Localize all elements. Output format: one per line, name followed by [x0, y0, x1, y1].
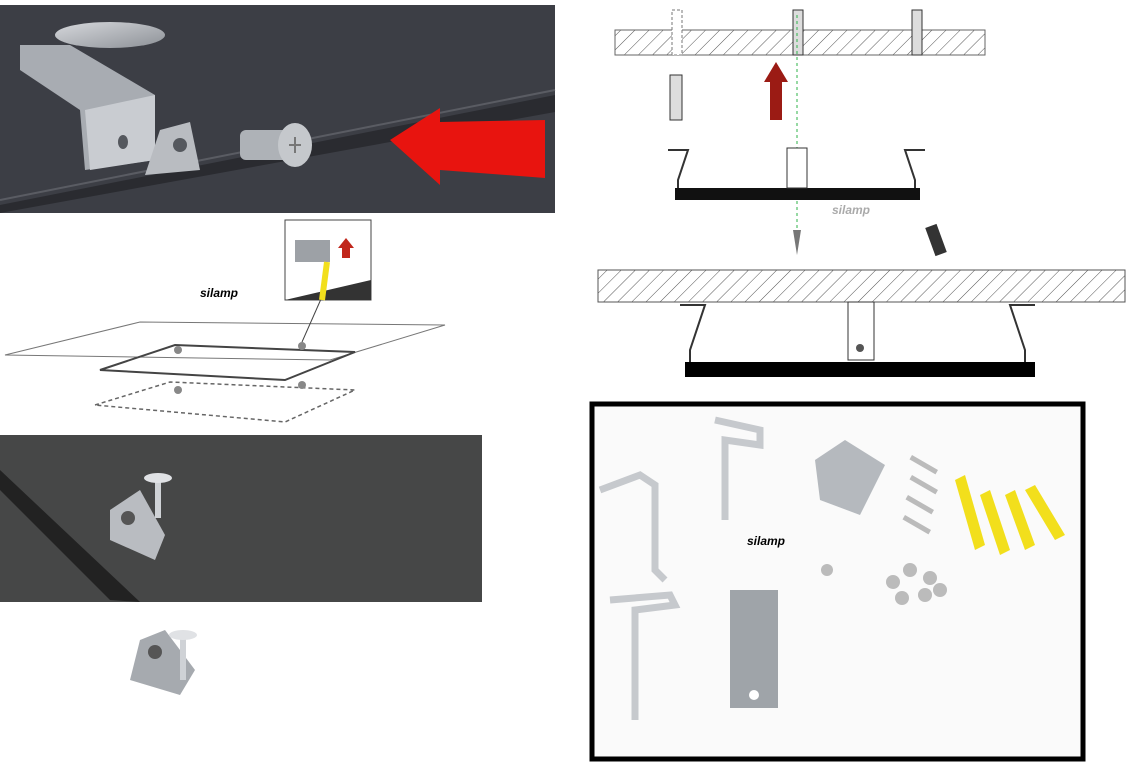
bracket-icon: [609, 591, 681, 720]
nuts-icon: [886, 563, 947, 605]
panel-bracket-screw: [0, 5, 556, 213]
mounting-block-icon: [815, 440, 885, 515]
anchor-icon: [925, 223, 947, 257]
panel-installed-view: [597, 269, 1126, 377]
up-arrow-icon: [338, 238, 354, 258]
screw-icon: [240, 123, 312, 167]
watermark-text: silamp: [832, 203, 870, 217]
mounting-block-icon: [110, 473, 172, 560]
l-bracket-icon: [20, 22, 165, 170]
wall-anchors-icon: [955, 475, 1065, 555]
up-arrow-icon: [764, 62, 788, 120]
anchor-icon: [669, 74, 683, 121]
panel-ceiling-diagram: silamp: [614, 9, 986, 257]
screw-icon: [793, 230, 801, 255]
red-arrow-icon: [390, 108, 545, 185]
bracket-icon: [598, 471, 668, 583]
watermark-text: silamp: [747, 534, 785, 548]
panel-side-view: [675, 188, 920, 200]
clip-bracket-icon: [730, 590, 778, 708]
parts-photo: silamp: [589, 401, 1086, 762]
panel-block-screw: [0, 435, 482, 602]
detail-inset: [284, 219, 372, 301]
panel-exploded-view: silamp: [4, 219, 446, 423]
loose-block-screw-icon: [130, 630, 197, 695]
small-screw-icon: [821, 564, 833, 576]
bracket-icon: [714, 416, 764, 520]
watermark-text: silamp: [200, 286, 238, 300]
screws-icon: [902, 455, 938, 535]
mounting-block-icon: [145, 122, 200, 175]
